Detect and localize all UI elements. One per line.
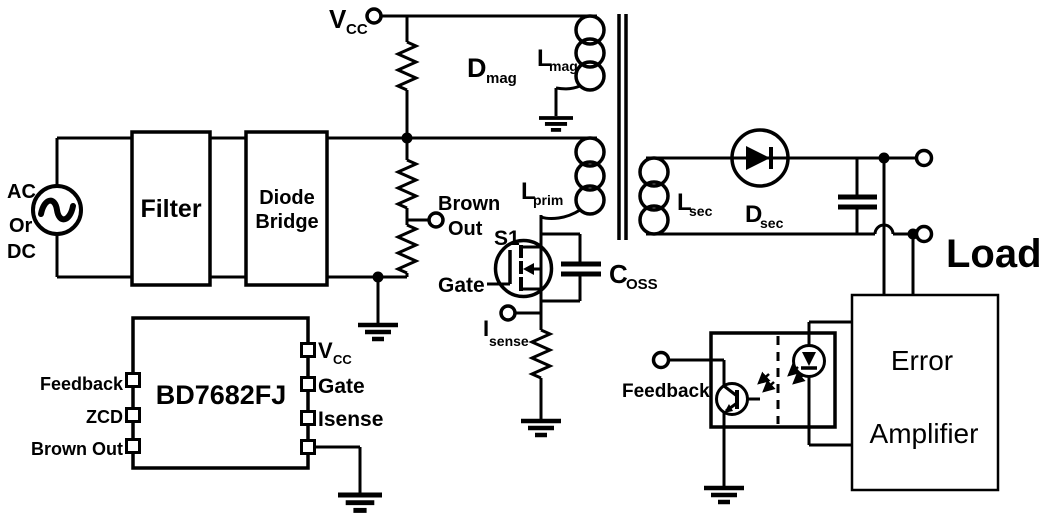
emitter-arrow	[724, 404, 733, 413]
coss-label-sub: OSS	[626, 276, 658, 293]
pin-zcd	[125, 407, 141, 423]
source-label-or: Or	[9, 215, 33, 237]
primary-winding-lprim: L prim	[521, 136, 606, 220]
brown-out-label-line1: Brown	[438, 193, 500, 215]
divider-resistor-upper	[394, 158, 420, 210]
lprim-label-sub: prim	[533, 192, 563, 208]
filter-label: Filter	[140, 195, 201, 223]
s1-label: S1	[494, 227, 520, 250]
ic-name-label: BD7682FJ	[156, 380, 287, 410]
lsec-label-sub: sec	[689, 203, 713, 219]
pin-vcc	[300, 342, 316, 358]
ground-symbol	[338, 495, 382, 510]
secondary-winding-lsec: L sec	[638, 156, 713, 236]
optocoupler-box	[709, 331, 837, 429]
lsec-label-main: L	[677, 189, 692, 216]
brown-out-label-line2: Out	[448, 218, 483, 240]
isense-label-sub: sense	[489, 333, 529, 349]
pin-label-feedback: Feedback	[40, 374, 124, 394]
dsec-label-sub: sec	[760, 215, 784, 231]
isense-terminal	[499, 304, 517, 322]
ground-symbol	[537, 116, 575, 132]
lmag-label-sub: mag	[549, 58, 578, 74]
sense-resistor	[528, 328, 554, 380]
dmag-label-sub: mag	[486, 70, 517, 87]
error-amp-label-line1: Error	[891, 345, 953, 376]
transformer-core	[617, 14, 628, 240]
ground-symbol	[358, 325, 398, 339]
dmag-label-main: D	[467, 53, 487, 83]
lmag-label-main: L	[537, 45, 552, 72]
coss-capacitor: C OSS	[541, 232, 658, 303]
error-amplifier-block: Error Amplifier	[850, 293, 1000, 492]
ac-dc-source: AC Or DC	[7, 138, 83, 277]
source-label-dc: DC	[7, 241, 36, 263]
light-arrow-icon	[757, 371, 771, 385]
input-rails	[57, 136, 597, 279]
pin-gnd	[300, 439, 316, 455]
pin-label-brown-out: Brown Out	[31, 439, 123, 459]
pin-gate	[300, 376, 316, 392]
led-triangle	[802, 352, 816, 366]
gate-label: Gate	[438, 274, 485, 297]
optocoupler	[704, 320, 852, 502]
output-network: D sec Load	[646, 128, 1041, 295]
diode-bridge-label-line1: Diode	[259, 187, 315, 209]
brown-out-terminal	[427, 211, 445, 229]
vcc-supply: V CC	[329, 4, 597, 144]
feedback-path: Feedback	[622, 350, 726, 402]
aux-winding-lmag: D mag L mag	[467, 14, 606, 132]
output-terminal-positive	[914, 148, 934, 168]
brown-out-divider: Brown Out	[358, 138, 500, 339]
pin-label-gate: Gate	[318, 375, 365, 398]
startup-resistor	[394, 40, 420, 92]
ic-bd7682fj: BD7682FJ Feedback ZCD Brown Out V CC Gat…	[31, 316, 383, 510]
ground-symbol	[704, 488, 744, 502]
vcc-label-sub: CC	[346, 21, 368, 38]
pin-label-vcc-sub: CC	[333, 352, 352, 367]
load-label: Load	[946, 232, 1041, 276]
pin-label-isense: Isense	[318, 408, 383, 431]
dsec-label-main: D	[745, 201, 762, 228]
light-arrow-icon	[792, 371, 806, 385]
feedback-label: Feedback	[622, 381, 710, 402]
dsec-diode-circle	[730, 128, 790, 188]
output-terminal-negative	[914, 224, 934, 244]
divider-resistor-lower	[394, 223, 420, 275]
mosfet-body-arrow	[523, 263, 534, 275]
pin-label-vcc-main: V	[318, 338, 333, 363]
diode-bridge-block: Diode Bridge	[244, 130, 329, 287]
pin-label-zcd: ZCD	[86, 407, 123, 427]
lprim-label-main: L	[521, 178, 536, 205]
sine-wave-icon	[38, 197, 76, 223]
isense-branch: I sense	[483, 304, 561, 435]
feedback-terminal	[651, 350, 671, 370]
phototransistor-circle	[715, 382, 749, 416]
isense-label-main: I	[483, 316, 489, 341]
light-arrow-icon	[762, 379, 776, 393]
filter-block: Filter	[130, 130, 212, 287]
coss-label-main: C	[609, 259, 628, 289]
ground-symbol	[521, 421, 561, 435]
ic-body	[131, 316, 310, 470]
pin-feedback	[125, 372, 141, 388]
source-label-ac: AC	[7, 181, 36, 203]
dsec-diode-triangle	[746, 146, 770, 170]
vcc-label-main: V	[329, 4, 347, 34]
diode-bridge-label-line2: Bridge	[255, 211, 318, 233]
pin-isense	[300, 410, 316, 426]
error-amp-label-line2: Amplifier	[870, 418, 979, 449]
vcc-terminal	[365, 7, 383, 25]
pin-brown-out	[125, 438, 141, 454]
